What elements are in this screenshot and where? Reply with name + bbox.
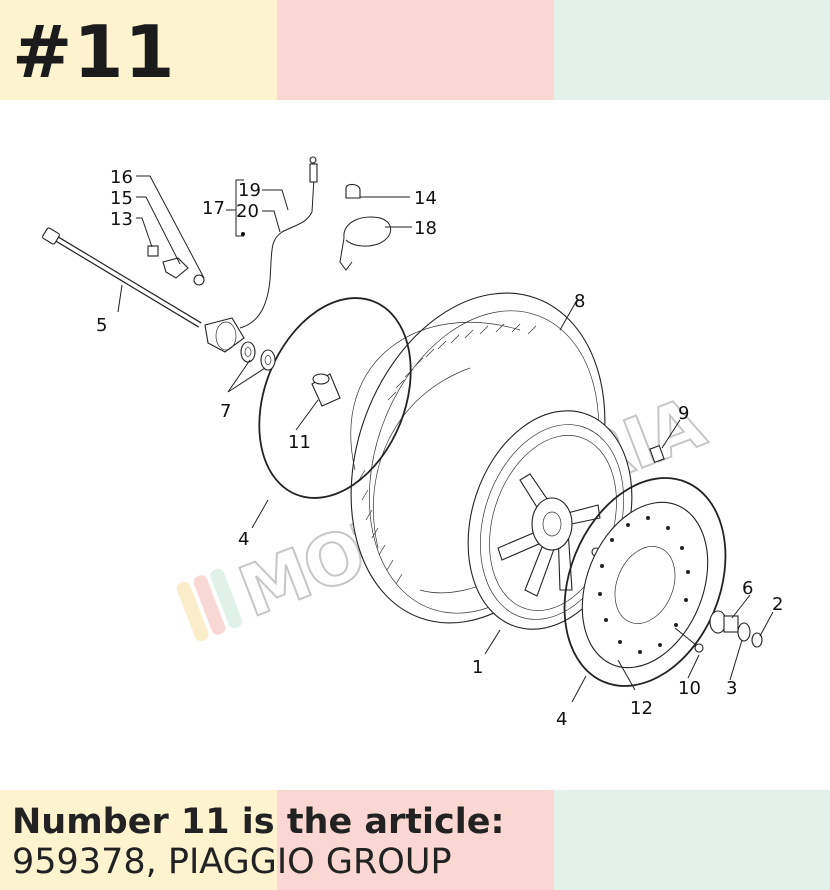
page-title: #11 [12,10,176,94]
callout-9: 9 [678,403,689,424]
callout-13: 13 [110,209,133,230]
article-caption: Number 11 is the article: [12,802,505,842]
footer-band-pink [277,790,554,890]
brake-disc [581,501,709,669]
exploded-parts-diagram: MOTORIGRIA [42,156,783,730]
speedo-drive [204,156,318,353]
callout-14: 14 [414,188,437,209]
callout-10: 10 [678,678,701,699]
callout-8: 8 [574,291,585,312]
callout-12: 12 [630,698,653,719]
callout-1: 1 [472,657,483,678]
header-band-pink [277,0,554,100]
article-number-and-brand: 959378, PIAGGIO GROUP [12,842,452,882]
axle [42,227,202,328]
callout-4-left: 4 [238,529,249,550]
header-band-yellow [0,0,277,100]
callout-3: 3 [726,678,737,699]
leader-lines [117,175,774,703]
callout-16: 16 [110,167,133,188]
callout-5: 5 [96,315,107,336]
callout-18: 18 [414,218,437,239]
bolt-9 [649,445,665,463]
ring-right [563,477,727,687]
callout-15: 15 [110,188,133,209]
callout-7: 7 [220,401,231,422]
clip-and-spring [339,183,392,271]
footer-band-mint [554,790,830,890]
callout-4-bottom: 4 [556,709,567,730]
callout-6: 6 [742,578,753,599]
bearings [240,341,276,371]
hub-parts-right [709,610,763,648]
header-band-mint [554,0,830,100]
bracket-assembly [147,245,205,286]
ring-left [258,297,412,499]
footer-band-yellow [0,790,277,890]
spacer [311,373,341,407]
callout-20: 20 [236,201,259,222]
bolt-10 [674,627,704,653]
callout-11: 11 [288,432,311,453]
callout-19: 19 [238,180,261,201]
callout-17: 17 [202,198,225,219]
callout-2: 2 [772,594,783,615]
